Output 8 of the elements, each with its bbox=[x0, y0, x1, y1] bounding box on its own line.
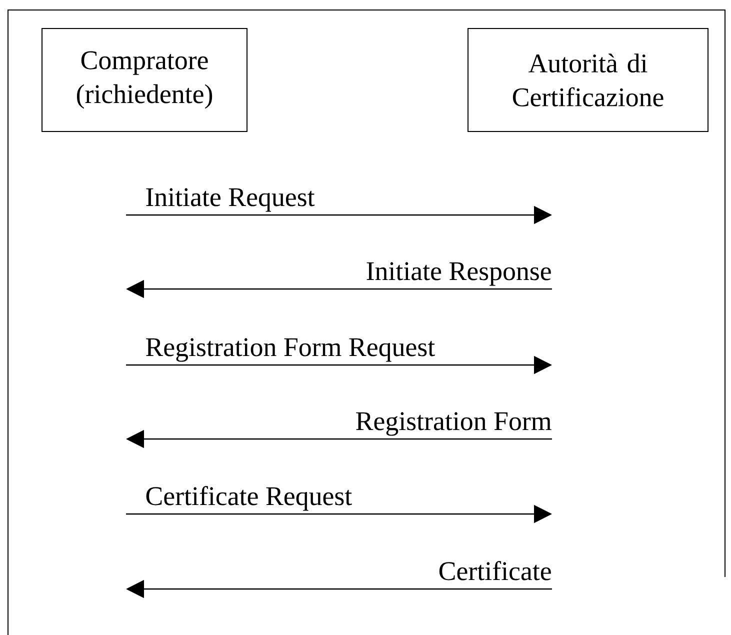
message-label: Initiate Request bbox=[146, 188, 315, 212]
message-label: Certificate bbox=[439, 561, 551, 580]
message-label: Initiate Response bbox=[366, 262, 551, 286]
participant-box: Compratore (richiedente) bbox=[42, 28, 248, 132]
message-label: Registration Form Request bbox=[146, 338, 435, 362]
participant-box: Autorità di Certificazione bbox=[468, 28, 708, 132]
message-label: Registration Form bbox=[356, 412, 552, 436]
message-label: Certificate Request bbox=[146, 486, 352, 511]
